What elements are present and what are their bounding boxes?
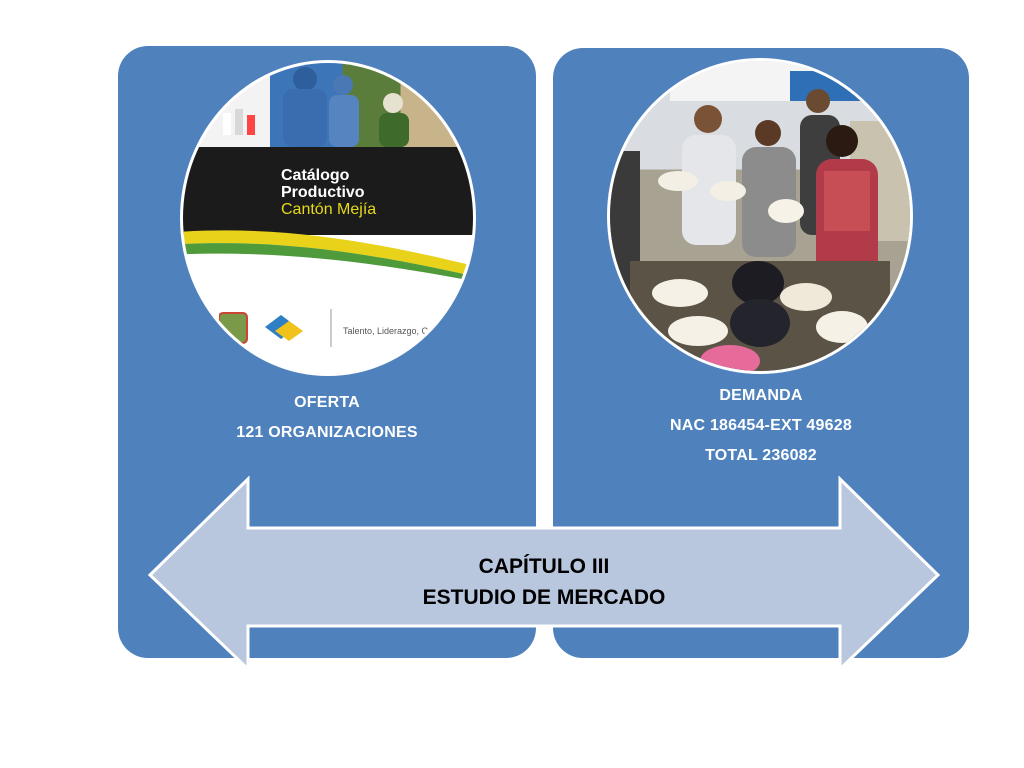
- arrow-title-line1: CAPÍTULO III: [478, 555, 610, 578]
- catalogo-title-line2: Productivo: [281, 184, 365, 201]
- arrow-title: CAPÍTULO III ESTUDIO DE MERCADO: [150, 551, 938, 613]
- catalogo-title-line1: Catálogo: [281, 167, 350, 184]
- catalogo-photo-title: Catálogo Productivo Cantón Mejía: [281, 167, 376, 218]
- oferta-detail: 121 ORGANIZACIONES: [236, 424, 418, 441]
- oferta-text: OFERTA 121 ORGANIZACIONES: [118, 388, 536, 448]
- demanda-label: DEMANDA: [719, 387, 803, 404]
- catalogo-photo: Catálogo Productivo Cantón Mejía Talento…: [180, 60, 476, 376]
- mercado-photo-scene: [610, 61, 910, 371]
- double-arrow-shape: [147, 475, 941, 673]
- demanda-text: DEMANDA NAC 186454-EXT 49628 TOTAL 23608…: [553, 381, 969, 471]
- demanda-total: TOTAL 236082: [705, 447, 817, 464]
- catalogo-slogan: Talento, Liderazgo, C: [343, 326, 429, 336]
- arrow-title-line2: ESTUDIO DE MERCADO: [422, 586, 666, 609]
- catalogo-title-line3: Cantón Mejía: [281, 201, 377, 218]
- catalogo-swoosh: [183, 230, 473, 282]
- catalogo-photo-people: [223, 67, 409, 147]
- oferta-label: OFERTA: [294, 394, 360, 411]
- demanda-detail: NAC 186454-EXT 49628: [670, 417, 852, 434]
- catalogo-photo-band: [183, 147, 473, 235]
- catalogo-photo-strip: [183, 63, 473, 147]
- catalogo-logos: [219, 309, 332, 347]
- mercado-photo: [607, 58, 913, 374]
